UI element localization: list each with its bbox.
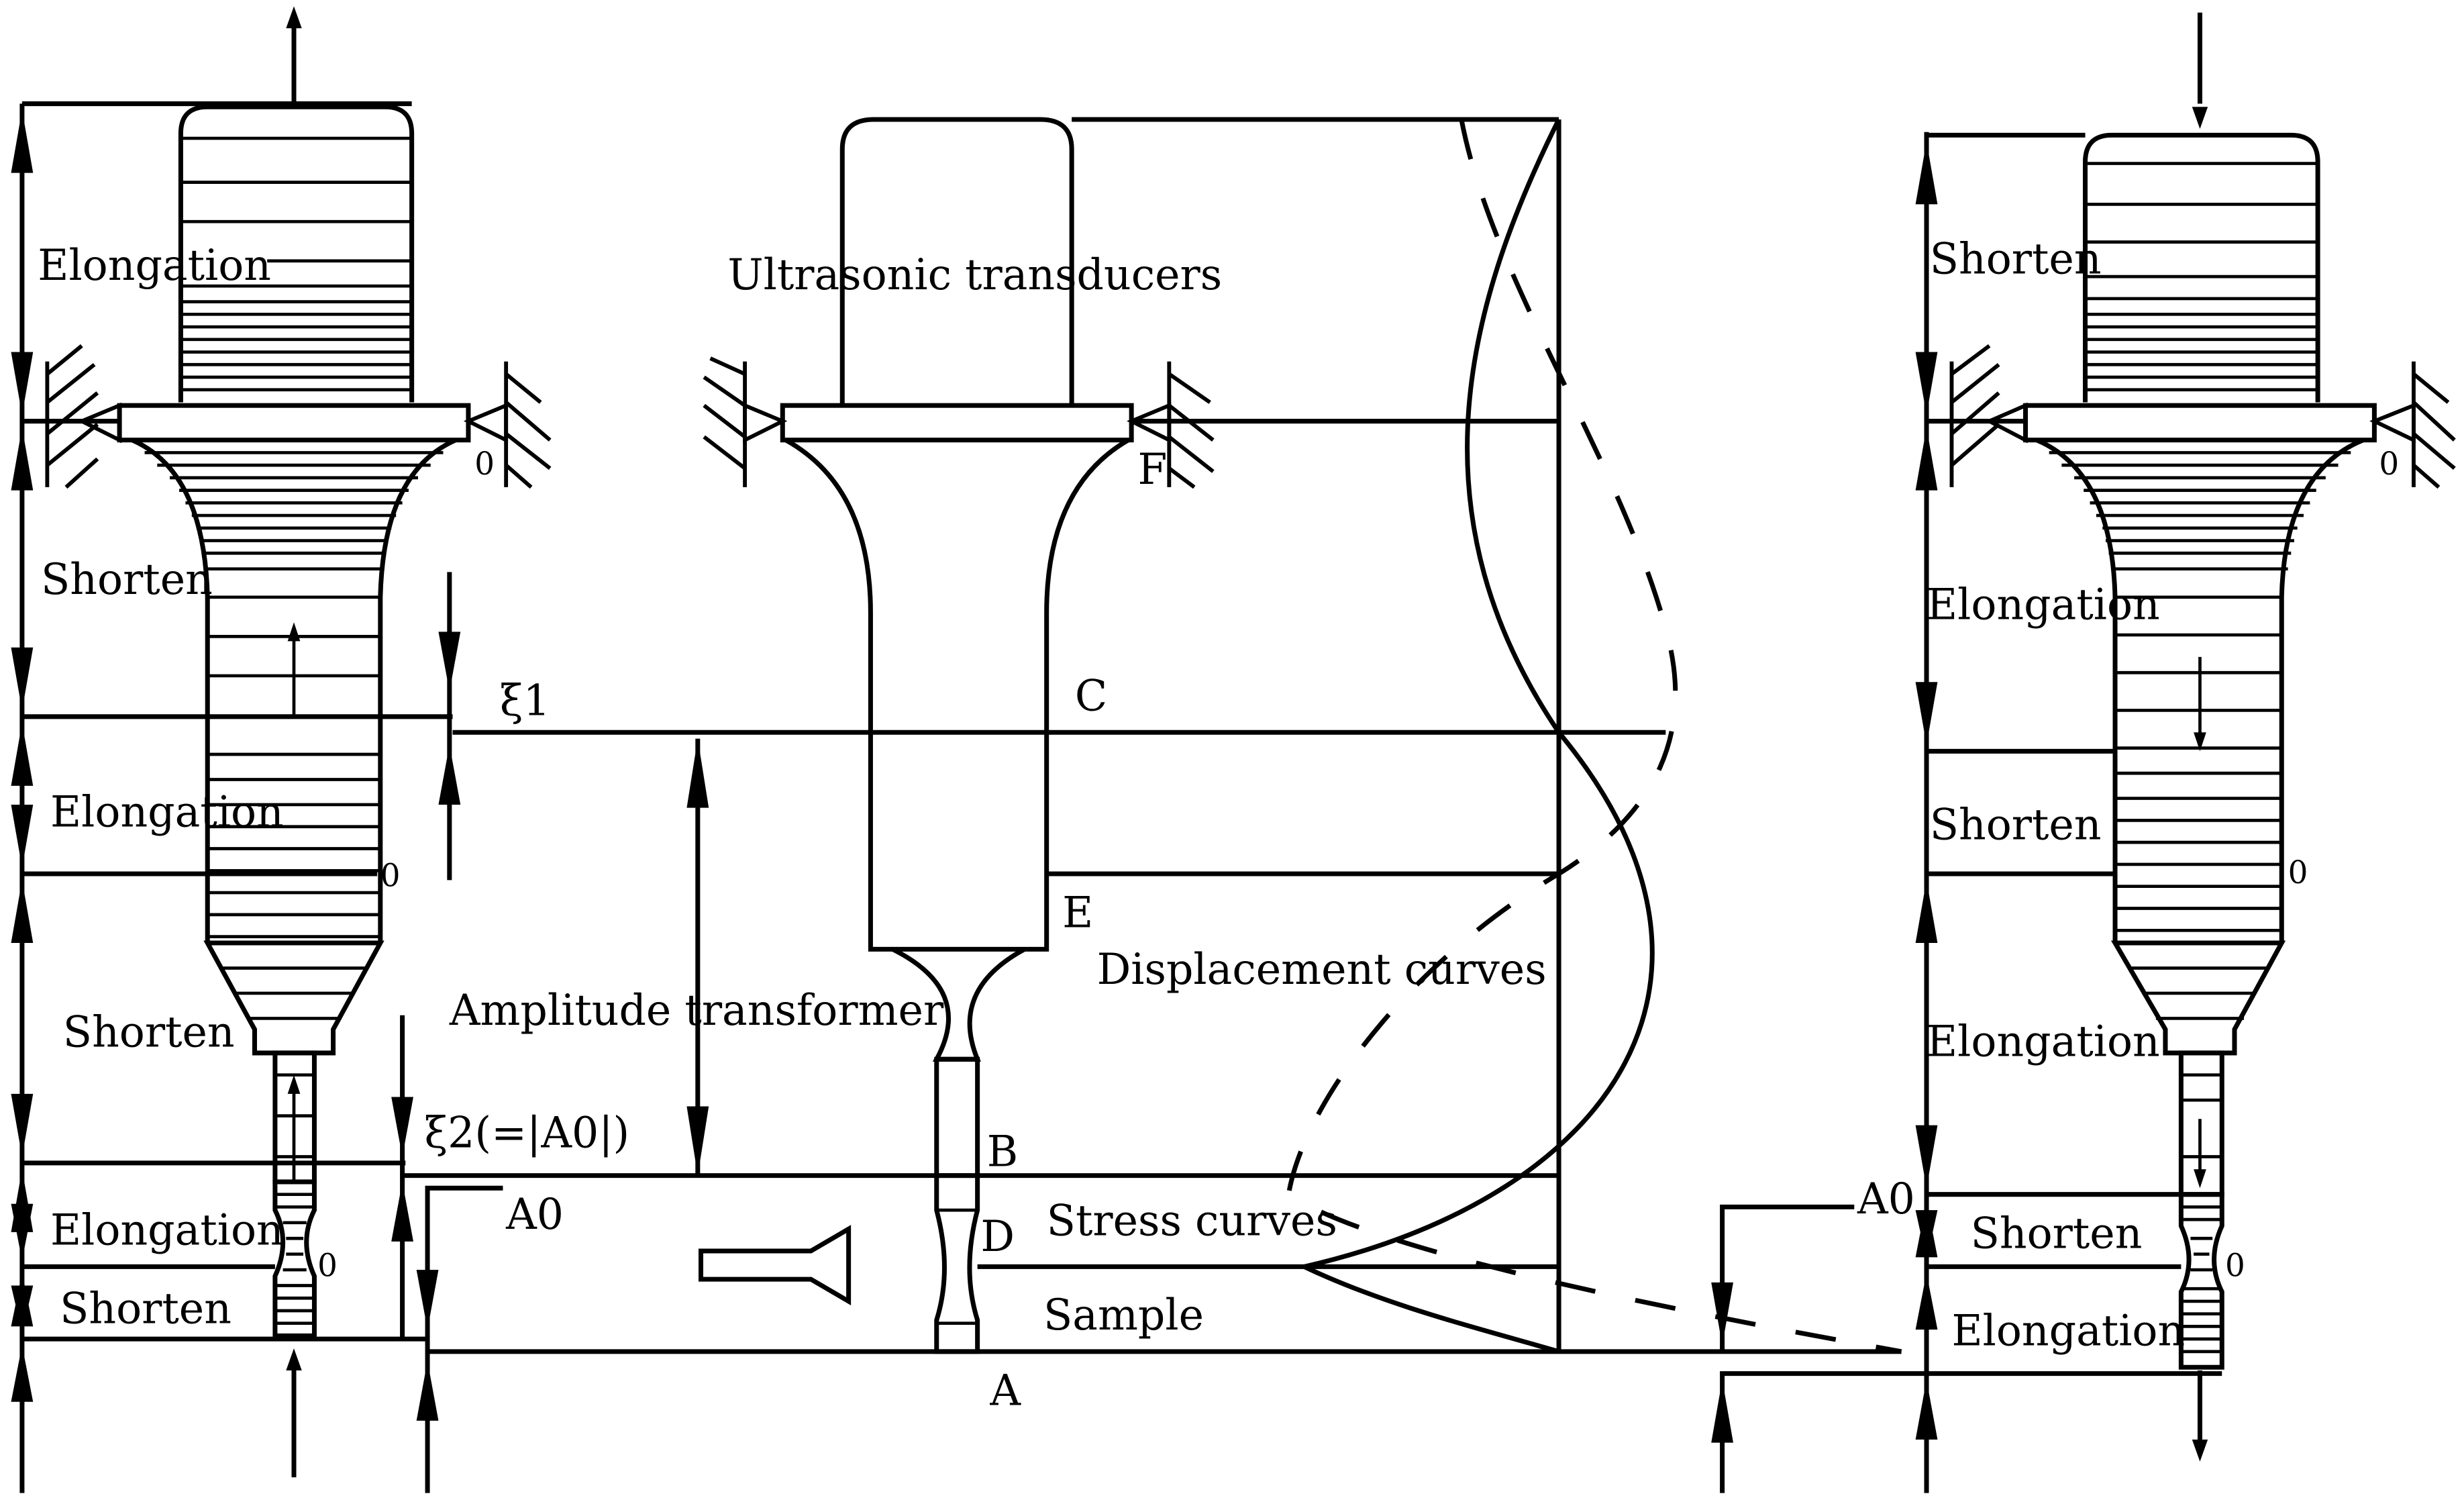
right-zero-flange: 0 [2379,446,2399,483]
left-wall-hatch-left [45,344,122,489]
right-label-shorten-top: Shorten [1930,234,2102,283]
label-point-e: E [1062,888,1093,938]
label-a0-left: A0 [505,1189,564,1239]
right-horn-body [2035,438,2365,944]
right-label-shorten-2: Shorten [1930,799,2102,849]
label-point-f: F [1137,444,1167,494]
label-xi2: ξ2(=|A0|) [424,1107,629,1157]
left-top-arrowhead [286,6,302,29]
left-flange [117,403,471,443]
right-label-elongation-3: Elongation [1951,1305,2185,1355]
left-sample [272,1179,317,1338]
left-bottom-arrowhead [286,1348,302,1370]
label-point-d: D [980,1211,1015,1261]
right-zero-sample: 0 [2225,1248,2245,1284]
right-assembly: 0 0 [1711,12,2456,1493]
right-label-elongation-2: Elongation [1927,1017,2160,1066]
right-transducer [2083,132,2320,403]
right-label-elongation-1: Elongation [1927,580,2160,630]
right-wall-hatch-left [1949,344,2028,487]
right-sample [2178,1192,2224,1370]
label-point-b: B [987,1127,1018,1176]
label-amplitude-transformer: Amplitude transformer [449,985,944,1035]
label-displacement-curves: Displacement curves [1097,944,1547,994]
left-transducer-stripes [181,136,412,392]
left-label-shorten-2: Shorten [63,1007,235,1057]
left-wall-hatch-right [463,361,552,489]
left-assembly: 0 0 [11,6,629,1493]
label-xi1: ξ1 [500,675,550,725]
right-cone [2110,940,2286,1056]
right-wall-hatch-right [2369,361,2456,489]
left-zero-flange: 0 [474,446,495,483]
label-ultrasonic-transducers: Ultrasonic transducers [727,250,1222,299]
left-cone [203,940,384,1056]
right-dimension-arrowheads [1915,141,1938,1440]
center-sample [934,1173,980,1354]
center-transducer [839,117,1074,406]
right-label-shorten-3: Shorten [1971,1208,2143,1258]
left-horn-body [131,438,457,944]
label-sample: Sample [1043,1290,1204,1340]
left-label-elongation-2: Elongation [50,787,284,837]
left-zero-sample: 0 [317,1248,338,1284]
left-label-elongation-top: Elongation [38,240,271,290]
load-arrow-symbol [698,1225,852,1306]
displacement-curve [1286,119,1902,1354]
left-label-shorten-3: Shorten [60,1284,232,1334]
left-dimension-arrowheads [11,109,34,1402]
left-zero-mid: 0 [380,858,401,895]
left-label-shorten-1: Shorten [41,554,213,604]
left-horn-stripes [144,451,444,938]
left-label-elongation-3: Elongation [50,1205,284,1255]
label-point-c: C [1075,670,1107,720]
center-wall-hatch-right [1127,361,1215,489]
center-horn [784,438,1130,952]
center-flange [780,403,1134,443]
label-a0-right: A0 [1857,1174,1915,1223]
right-top-arrowhead [2192,107,2208,130]
label-stress-curves: Stress curves [1047,1196,1337,1246]
center-wall-hatch-left [703,356,788,487]
left-transducer [178,104,415,403]
stress-curve [1297,118,1655,1354]
right-bottom-arrowhead [2192,1439,2208,1462]
label-point-a: A [989,1365,1021,1415]
right-zero-mid: 0 [2288,855,2308,891]
center-assembly: Ultrasonic transducers Amplitude transfo… [402,117,1902,1415]
right-flange [2023,403,2377,443]
center-neck [934,1056,980,1179]
